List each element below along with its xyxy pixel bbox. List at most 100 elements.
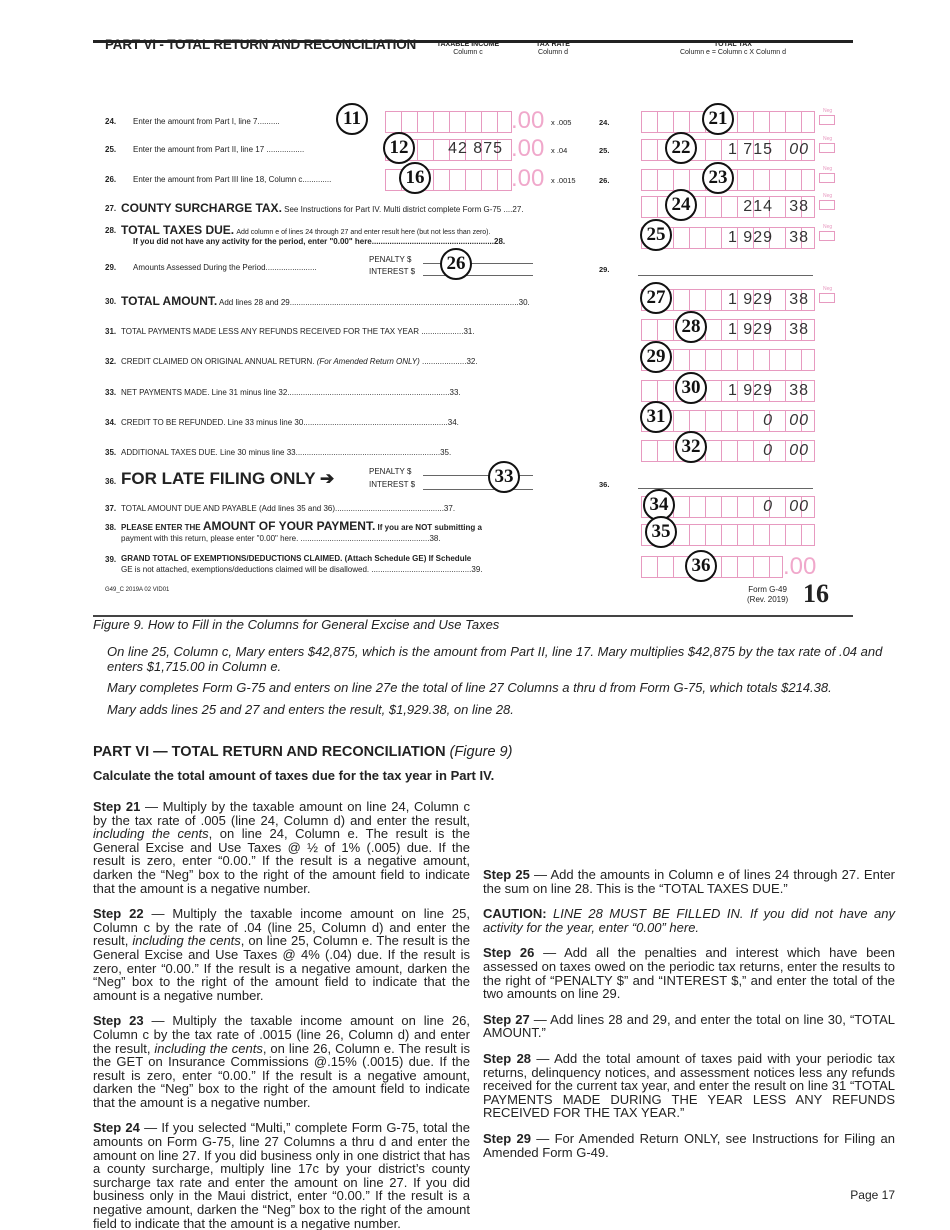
example-paragraph: On line 25, Column c, Mary enters $42,87… [107,644,883,674]
col-e-cents: 00 [789,141,809,158]
line-number-right: 36. [599,480,610,489]
neg-checkbox[interactable]: Neg [819,286,835,303]
line-label: Amounts Assessed During the Period......… [133,263,317,272]
annotation-circle: 31 [640,401,672,433]
line-30: 30. TOTAL AMOUNT. Add lines 28 and 29...… [93,286,853,311]
line-29: 29. Amounts Assessed During the Period..… [93,253,853,279]
line-label: TOTAL PAYMENTS MADE LESS ANY REFUNDS REC… [121,327,475,336]
line-label: Enter the amount from Part II, line 17 .… [133,145,305,154]
decimal-marker: .00 [511,107,545,134]
annotation-circle: 32 [675,431,707,463]
step-25: Step 25 — Add the amounts in Column e of… [483,867,896,896]
interest-label: INTEREST $ [369,267,416,276]
col-e-cents: 38 [789,382,809,399]
right-column: Step 25 — Add the amounts in Column e of… [483,800,895,1171]
neg-checkbox[interactable]: Neg [819,136,835,153]
annotation-circle: 29 [640,341,672,373]
annotation-circle: 35 [645,516,677,548]
step-27: Step 27 — Add lines 28 and 29, and enter… [483,1011,895,1041]
col-e-cents: 00 [789,442,809,459]
line-label-2: If you did not have any activity for the… [133,237,506,246]
step-29: Step 29 — For Amended Return ONLY, see I… [483,1130,895,1160]
line-28: 28. TOTAL TAXES DUE. Add column e of lin… [93,223,853,249]
decimal-marker: .00 [783,553,817,580]
annotation-circle: 26 [440,248,472,280]
form-id: Form G-49(Rev. 2019) [747,585,789,604]
line-number: 34. [105,418,117,427]
col-e-value: 0 [763,498,773,515]
line-35: 35. ADDITIONAL TAXES DUE. Line 30 minus … [93,440,853,462]
form-part-title: PART VI - TOTAL RETURN AND RECONCILIATIO… [105,37,417,52]
annotation-circle: 16 [399,162,431,194]
line-number: 31. [105,327,117,336]
annotation-circle: 22 [665,132,697,164]
line-37-col-e-input[interactable] [641,496,815,518]
annotation-circle: 24 [665,189,697,221]
tax-rate: x .04 [551,146,568,155]
caution: CAUTION: LINE 28 MUST BE FILLED IN. If y… [483,906,895,935]
line-number: 36. [105,477,117,486]
line-31: 31. TOTAL PAYMENTS MADE LESS ANY REFUNDS… [93,319,853,341]
col-e-value: 1 929 [727,229,773,246]
interest-input[interactable] [423,275,533,276]
neg-checkbox[interactable]: Neg [819,193,835,210]
line-label: CREDIT TO BE REFUNDED. Line 33 minus lin… [121,418,459,427]
col-e-cents: 38 [789,198,809,215]
col-e-cents: 00 [789,412,809,429]
line-26: 26. Enter the amount from Part III line … [93,166,853,191]
penalty-input[interactable] [423,263,533,264]
step-22: Step 22 — Multiply the taxable income am… [93,906,470,1003]
step-28: Step 28 — Add the total amount of taxes … [483,1050,895,1121]
penalty-input[interactable] [423,475,533,476]
interest-label: INTEREST $ [369,480,416,489]
line-34: 34. CREDIT TO BE REFUNDED. Line 33 minus… [93,410,853,432]
line-33: 33. NET PAYMENTS MADE. Line 31 minus lin… [93,380,853,402]
col-e-cents: 00 [789,498,809,515]
annotation-circle: 21 [702,103,734,135]
line-number: 38. [105,523,117,532]
neg-checkbox[interactable]: Neg [819,108,835,125]
late-filing-title: FOR LATE FILING ONLY ➔ [121,469,335,488]
line-number: 25. [105,145,117,154]
line-number: 33. [105,388,117,397]
penalty-label: PENALTY $ [369,255,412,264]
neg-checkbox[interactable]: Neg [819,166,835,183]
line-number-right: 26. [599,176,610,185]
col-e-cents: 38 [789,229,809,246]
annotation-circle: 27 [640,282,672,314]
line-number-right: 24. [599,118,610,127]
col-e-value: 0 [763,442,773,459]
section-heading: PART VI — TOTAL RETURN AND RECONCILIATIO… [93,744,513,760]
form-code: G49_C 2019A 02 VID01 [105,587,170,593]
line-number: 30. [105,297,117,306]
line-label: GRAND TOTAL OF EXEMPTIONS/DEDUCTIONS CLA… [121,554,472,563]
form-g49-figure: PART VI - TOTAL RETURN AND RECONCILIATIO… [93,37,853,617]
step-23: Step 23 — Multiply the taxable income am… [93,1013,470,1110]
annotation-circle: 23 [702,162,734,194]
example-paragraph: Mary adds lines 25 and 27 and enters the… [107,701,514,717]
example-text: On line 25, Column c, Mary enters $42,87… [107,644,897,717]
line-number: 26. [105,175,117,184]
tax-rate: x .005 [551,118,572,127]
line-24: 24. Enter the amount from Part I, line 7… [93,107,853,134]
example-paragraph: Mary completes Form G-75 and enters on l… [107,680,832,695]
interest-input[interactable] [423,489,533,490]
line-24-col-c-input[interactable] [385,111,512,133]
line-38-col-e-input[interactable] [641,524,815,546]
line-number: 29. [105,263,117,272]
neg-checkbox[interactable]: Neg [819,224,835,241]
line-32: 32. CREDIT CLAIMED ON ORIGINAL ANNUAL RE… [93,349,853,371]
line-number-right: 29. [599,265,610,274]
col-e-value: 1 929 [727,382,773,399]
annotation-circle: 36 [685,550,717,582]
step-26: Step 26 — Add all the penalties and inte… [483,945,895,1002]
annotation-circle: 12 [383,132,415,164]
annotation-circle: 30 [675,372,707,404]
line-number: 37. [105,504,117,513]
col-e-cents: 38 [789,321,809,338]
decimal-marker: .00 [511,135,545,162]
line-number: 24. [105,117,117,126]
